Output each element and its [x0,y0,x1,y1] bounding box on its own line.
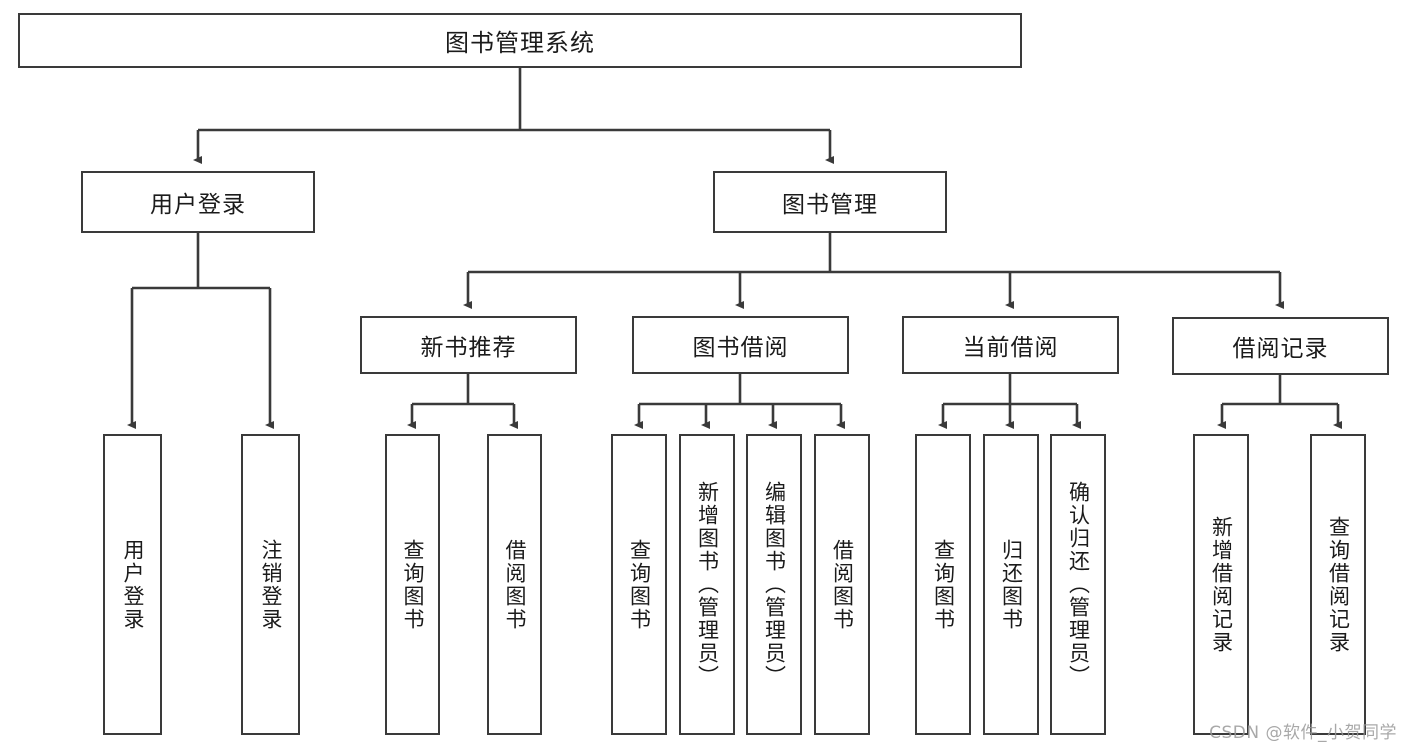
node-label: 编辑图书（管理员） [762,481,787,688]
leaf-book-borrow-borrow-book[interactable]: 借阅图书 [814,434,870,735]
node-root-library-management-system[interactable]: 图书管理系统 [18,13,1022,68]
node-label: 用户登录 [121,538,145,631]
node-book-management[interactable]: 图书管理 [713,171,947,233]
node-label: 确认归还（管理员） [1066,481,1091,688]
node-borrow-record[interactable]: 借阅记录 [1172,317,1389,375]
node-label: 图书管理系统 [445,29,595,57]
node-user-login[interactable]: 用户登录 [81,171,315,233]
leaf-book-borrow-query-book[interactable]: 查询图书 [611,434,667,735]
node-label: 借阅记录 [1232,336,1329,362]
leaf-new-book-query-book[interactable]: 查询图书 [385,434,440,735]
node-label: 归还图书 [999,538,1024,631]
node-label: 新增借阅记录 [1209,515,1234,654]
leaf-current-borrow-query-book[interactable]: 查询图书 [915,434,971,735]
leaf-book-borrow-add-book-admin[interactable]: 新增图书（管理员） [679,434,735,735]
node-label: 新增图书（管理员） [695,481,720,688]
node-label: 查询借阅记录 [1326,515,1351,654]
node-label: 图书借阅 [692,335,789,361]
leaf-borrow-record-add-record[interactable]: 新增借阅记录 [1193,434,1249,735]
node-current-borrow[interactable]: 当前借阅 [902,316,1119,374]
leaf-new-book-borrow-book[interactable]: 借阅图书 [487,434,542,735]
csdn-watermark: CSDN @软件_小贺同学 [1209,723,1397,743]
node-label: 查询图书 [931,538,956,631]
node-label: 图书管理 [782,192,878,218]
leaf-user-login-logout[interactable]: 注销登录 [241,434,300,735]
leaf-current-borrow-confirm-return-admin[interactable]: 确认归还（管理员） [1050,434,1106,735]
node-new-book-recommend[interactable]: 新书推荐 [360,316,577,374]
node-label: 用户登录 [150,192,246,218]
node-label: 查询图书 [627,538,652,631]
leaf-user-login-login[interactable]: 用户登录 [103,434,162,735]
node-book-borrow[interactable]: 图书借阅 [632,316,849,374]
node-label: 新书推荐 [420,335,517,361]
node-label: 查询图书 [401,538,425,631]
leaf-current-borrow-return-book[interactable]: 归还图书 [983,434,1039,735]
leaf-borrow-record-query-record[interactable]: 查询借阅记录 [1310,434,1366,735]
node-label: 注销登录 [259,538,283,631]
node-label: 借阅图书 [503,538,527,631]
leaf-book-borrow-edit-book-admin[interactable]: 编辑图书（管理员） [746,434,802,735]
node-label: 当前借阅 [962,335,1059,361]
node-label: 借阅图书 [830,538,855,631]
